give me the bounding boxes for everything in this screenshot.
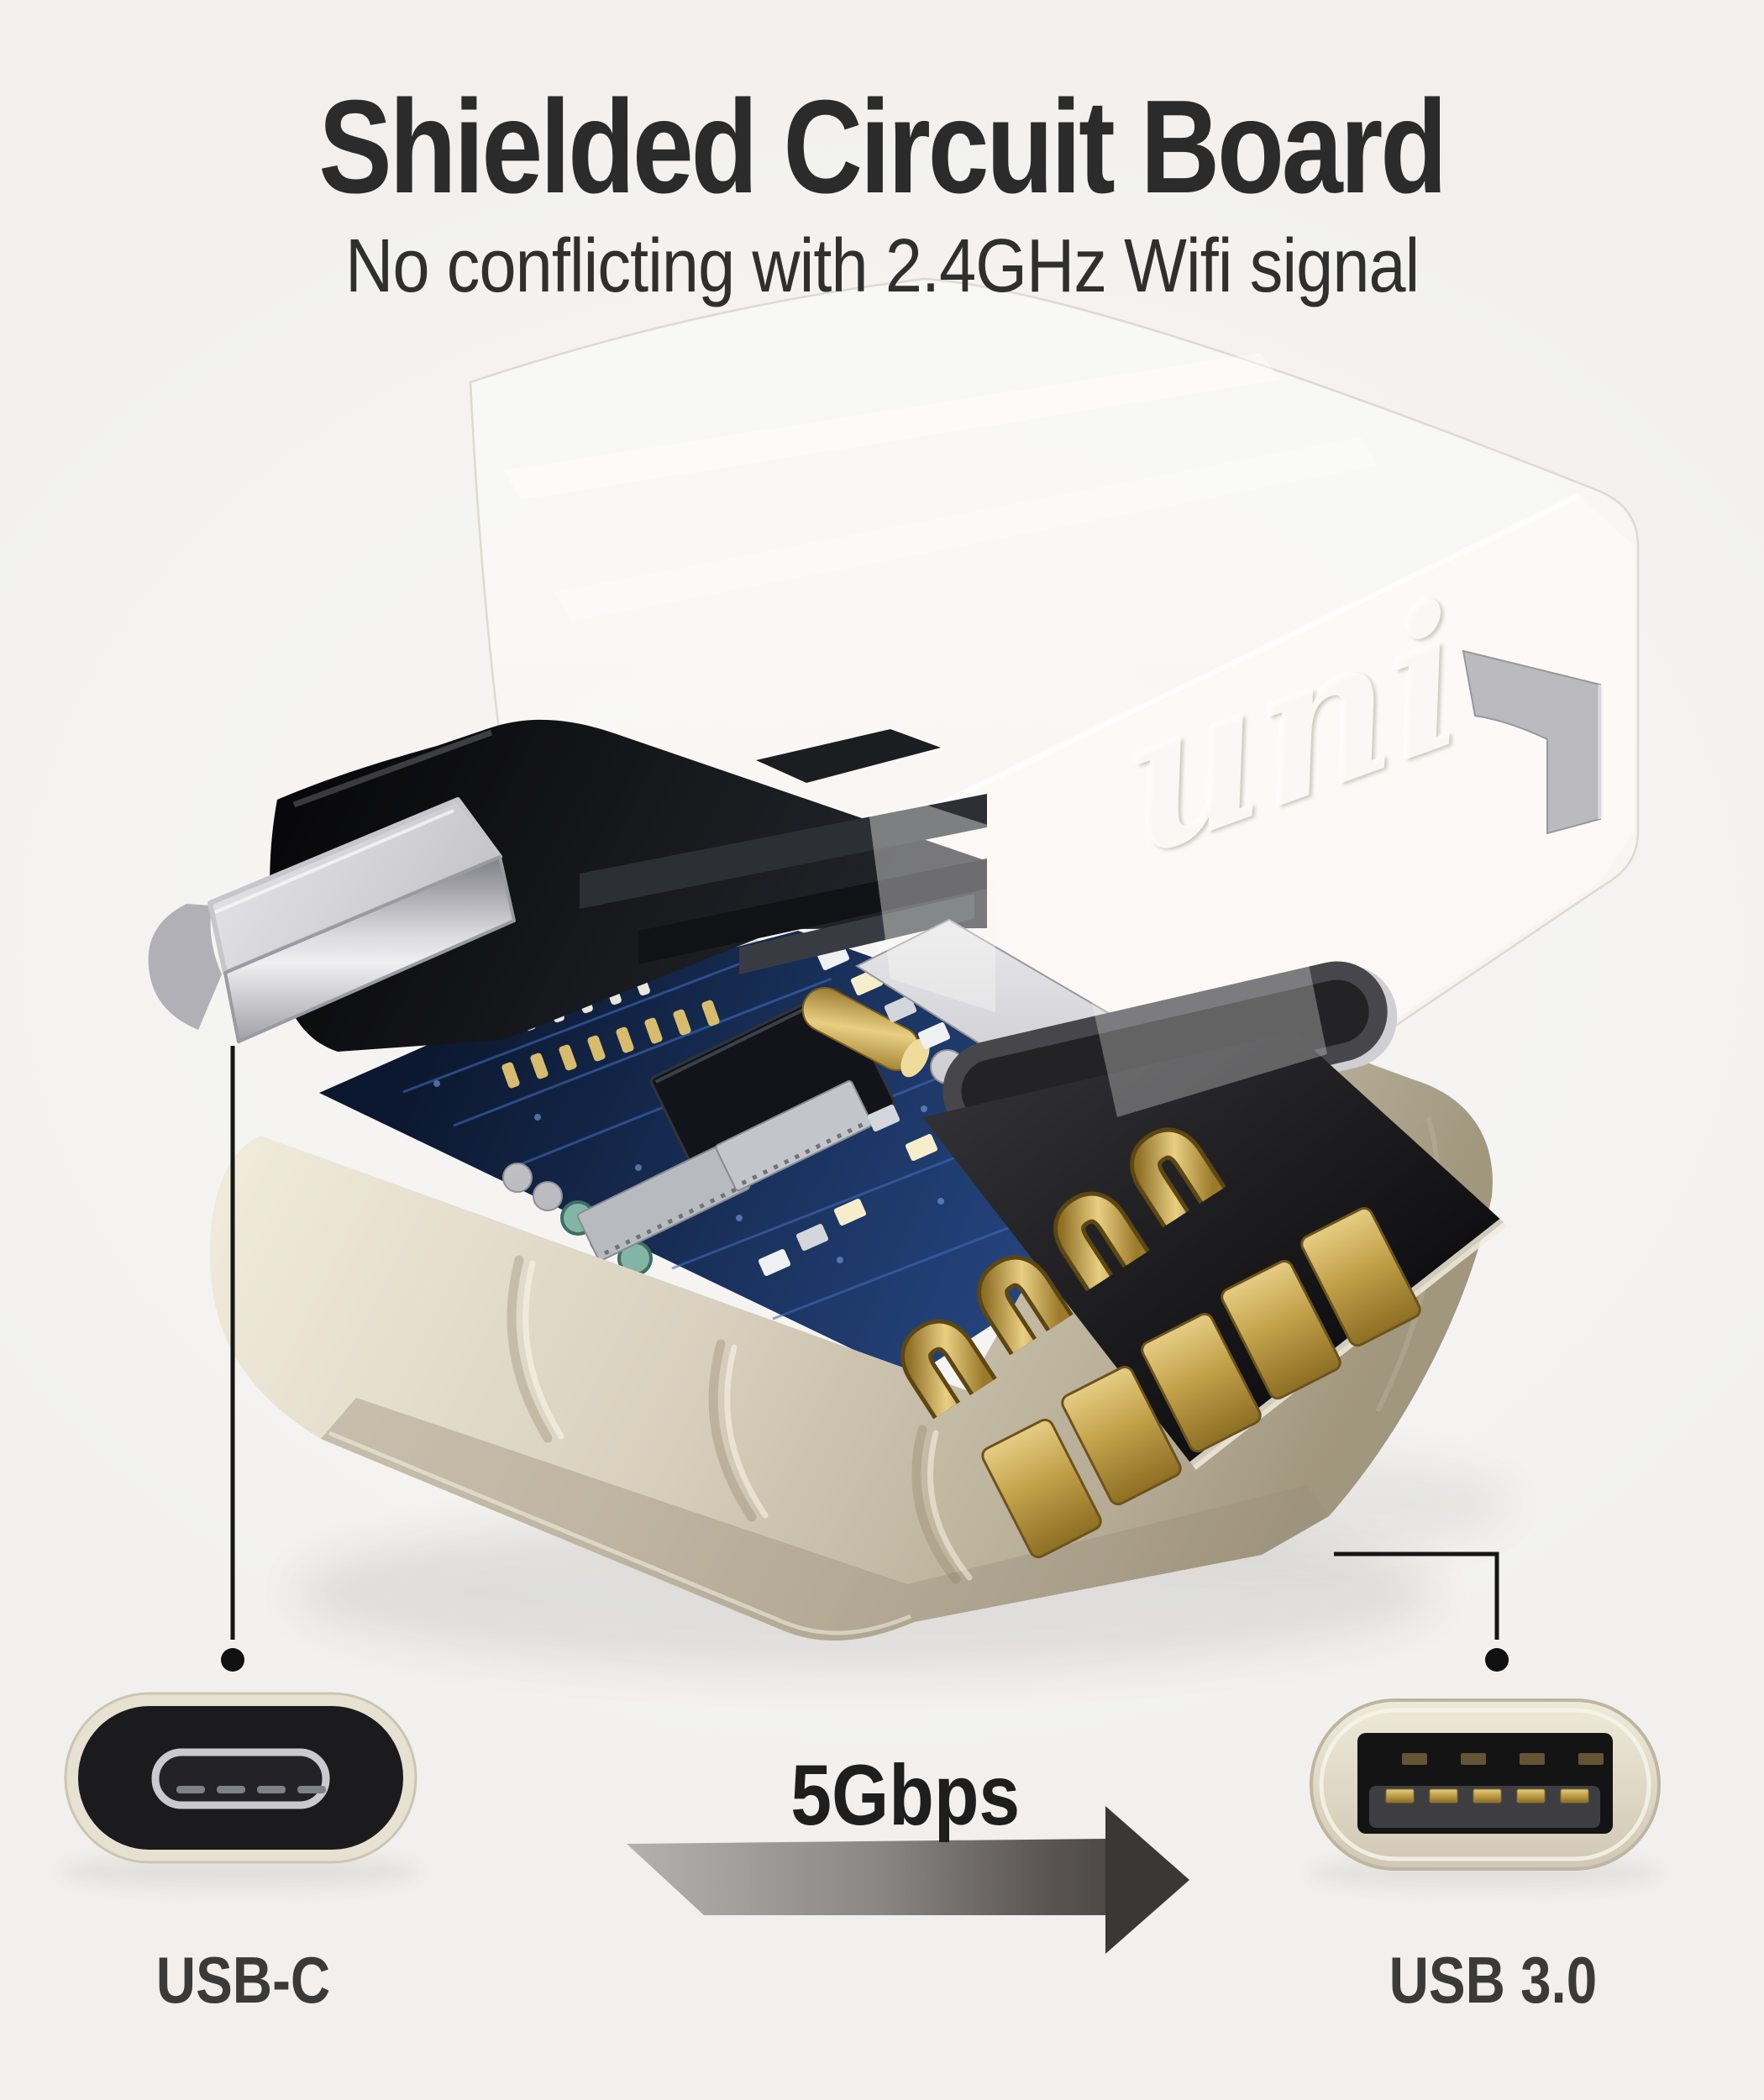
callouts [230,1046,1499,1640]
usb-a-gold-pins [1385,1788,1589,1803]
housing-bottom-shade [321,1398,1329,1641]
memory-modules [576,1079,873,1262]
cutaway-step [638,858,987,964]
callout-dot-left [221,1648,244,1672]
usb-c-port-icon [64,1692,417,1864]
usb-a-upper-pins [1402,1753,1604,1765]
callout-dot-right [1485,1648,1509,1672]
shell-hook-tab [1462,649,1601,835]
page-title-text: Shielded Circuit Board [318,73,1448,221]
speed-label: 5Gbps [790,1747,1021,1843]
shell-overlap-wash [1084,911,1327,1117]
usb-a-port-icon [1310,1698,1661,1871]
usb-c-pin-dashes [176,1786,326,1793]
usb-c-plug [148,797,516,1043]
silver-capacitor [502,1163,533,1193]
socket-cavity [922,1032,1504,1466]
cutaway-step [580,794,987,909]
callout-line-right [1334,1551,1499,1640]
cutaway-step [739,894,974,974]
cutaway-step [756,729,941,783]
usb-c-pin-rows [491,973,720,1089]
speed-arrow-icon [627,1806,1189,1954]
shell-overlap-wash [865,785,995,1012]
housing-grooves [507,1255,973,1584]
shell-fold-highlight [855,493,1581,847]
silver-capacitor [533,1181,563,1211]
usb-c-label: USB-C [155,1943,330,2017]
shell-streak [554,437,1379,622]
page-subtitle: No conflicting with 2.4GHz Wifi signal [0,228,1764,304]
shell-streak [504,353,1281,500]
page-subtitle-text: No conflicting with 2.4GHz Wifi signal [344,224,1420,308]
usb-a-socket [900,961,1507,1559]
page-title: Shielded Circuit Board [0,81,1764,213]
gold-contact-pads [981,1206,1421,1559]
crystal-oscillator [801,986,930,1078]
usb-a-label: USB 3.0 [1389,1943,1597,2017]
gold-spring-contacts [900,1127,1226,1420]
shell-logo-face [857,496,1634,1113]
